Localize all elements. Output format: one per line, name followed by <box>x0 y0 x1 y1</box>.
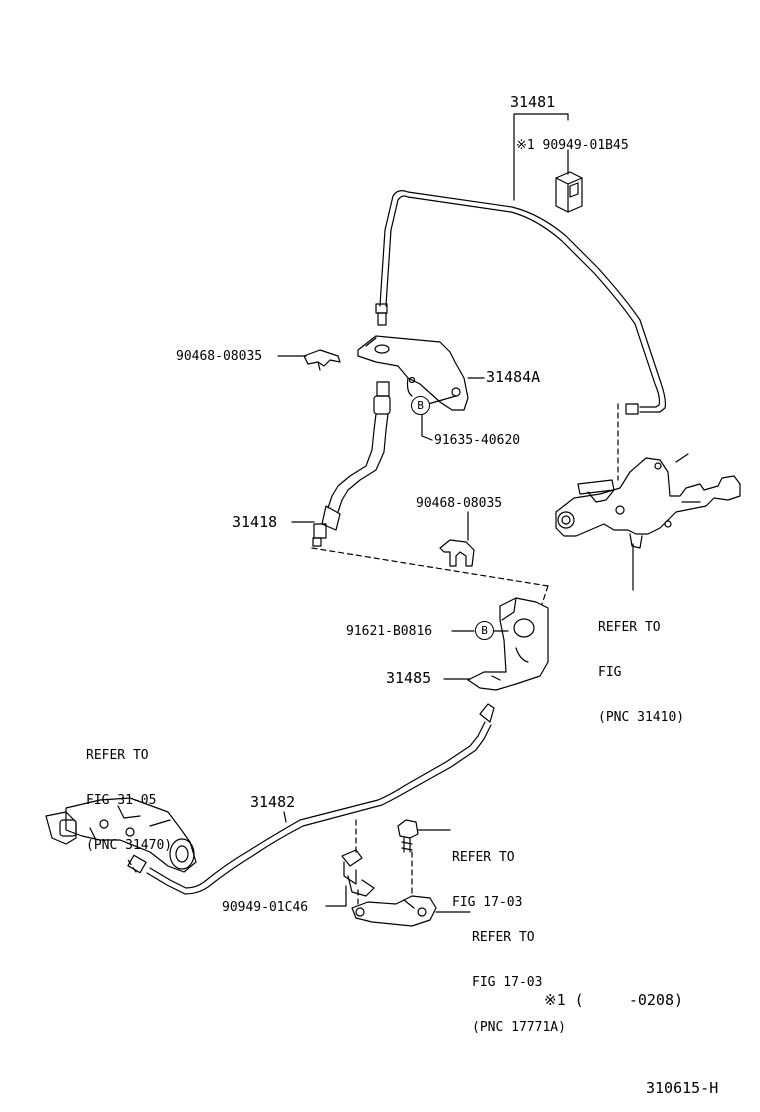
ref-release-cylinder: REFER TO FIG 31-05 (PNC 31470) <box>86 718 172 868</box>
ref-bracket-line-2: FIG 17-03 <box>472 975 543 990</box>
part-label-90949-01B45: ※1 90949-01B45 <box>516 138 629 153</box>
bracket-31485 <box>467 597 549 691</box>
part-label-31482: 31482 <box>250 793 296 811</box>
bracket-17771A <box>351 895 437 927</box>
figure-code: 310615-H <box>646 1079 719 1097</box>
part-label-91621-B0816: 91621-B0816 <box>346 624 433 639</box>
ref-bracket-line-3: (PNC 17771A) <box>472 1020 566 1035</box>
clamp-90949-01C46 <box>341 849 375 897</box>
part-label-90468-08035-upper: 90468-08035 <box>176 349 263 364</box>
ref-master-line-2: FIG <box>598 665 622 680</box>
clip-90468-08035-upper <box>303 349 341 371</box>
part-label-90468-08035-lower: 90468-08035 <box>416 496 503 511</box>
ref-release-line-1: REFER TO <box>86 748 149 763</box>
ref-bolt-line-2: FIG 17-03 <box>452 895 523 910</box>
hose-31418 <box>312 381 391 547</box>
part-label-31484A: 31484A <box>486 368 541 386</box>
ref-master-cylinder: REFER TO FIG (PNC 31410) <box>598 590 684 740</box>
ref-bolt: REFER TO FIG 17-03 <box>452 820 522 925</box>
master-cylinder <box>555 453 741 549</box>
ref-lower-bracket: REFER TO FIG 17-03 (PNC 17771A) <box>472 900 566 1050</box>
ref-release-line-3: (PNC 31470) <box>86 838 173 853</box>
leader-lines <box>277 113 634 913</box>
ref-master-line-1: REFER TO <box>598 620 661 635</box>
clamp-90949-01B45 <box>555 171 583 213</box>
part-label-31418: 31418 <box>232 513 278 531</box>
ref-bracket-line-1: REFER TO <box>472 930 535 945</box>
marker-b-lower: B <box>475 621 494 640</box>
ref-master-line-3: (PNC 31410) <box>598 710 685 725</box>
part-label-90949-01C46: 90949-01C46 <box>222 900 309 915</box>
tube-31482 <box>127 703 495 895</box>
tube-31481 <box>375 190 667 415</box>
bolt-17-03 <box>397 819 419 853</box>
ref-bolt-line-1: REFER TO <box>452 850 515 865</box>
marker-b-upper: B <box>411 396 430 415</box>
ref-release-line-2: FIG 31-05 <box>86 793 157 808</box>
footnote: ※1 ( -0208) <box>544 991 683 1009</box>
part-label-31481: 31481 <box>510 93 556 111</box>
clip-90468-08035-lower <box>439 539 475 567</box>
part-label-91635-40620: 91635-40620 <box>434 433 521 448</box>
dashed-lines <box>127 403 619 907</box>
part-label-31485: 31485 <box>386 669 432 687</box>
release-cylinder <box>45 797 197 873</box>
